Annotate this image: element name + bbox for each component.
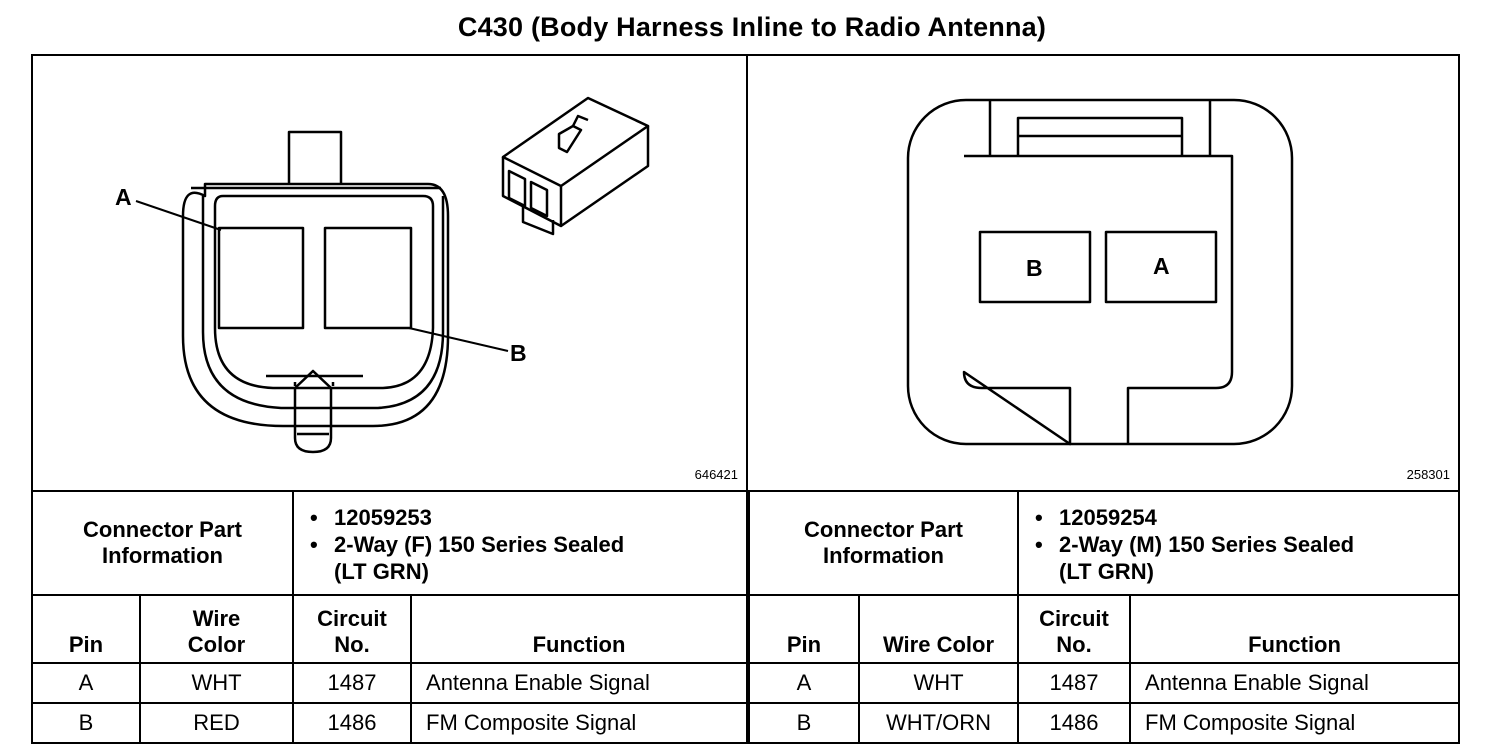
figure-number: 646421	[694, 467, 738, 482]
header-pin: Pin	[31, 594, 141, 664]
circuit-cell: 1486	[1017, 702, 1132, 744]
cavity-a	[1104, 230, 1218, 304]
female-connector-drawing-panel: A B 646421	[33, 56, 748, 490]
connector-part-details: 12059253 2-Way (F) 150 Series Sealed (LT…	[292, 490, 748, 596]
header-circuit-no: Circuit No.	[292, 594, 413, 664]
wire-color-cell: WHT/ORN	[857, 702, 1020, 744]
part-number: 12059254	[1035, 504, 1458, 531]
pin-cell: A	[31, 662, 141, 704]
pin-label-b: B	[510, 340, 527, 366]
function-cell: FM Composite Signal	[410, 702, 748, 744]
wire-color-cell: RED	[138, 702, 295, 744]
header-function: Function	[410, 594, 748, 664]
table-row: B RED 1486 FM Composite Signal	[31, 702, 748, 744]
wire-color-cell: WHT	[138, 662, 295, 704]
table-header-row: Pin Wire Color Circuit No. Function	[31, 594, 748, 664]
function-cell: Antenna Enable Signal	[1129, 662, 1460, 704]
pin-label-b: B	[1026, 255, 1043, 281]
table-row: A WHT 1487 Antenna Enable Signal	[31, 662, 748, 704]
male-connector-drawing-panel: B A 258301	[748, 56, 1458, 490]
connector-info-row: Connector Part Information 12059254 2-Wa…	[747, 490, 1460, 596]
female-connector-face-drawing	[135, 96, 650, 454]
header-function: Function	[1129, 594, 1460, 664]
female-connector-table: Connector Part Information 12059253 2-Wa…	[30, 490, 748, 744]
male-connector-table: Connector Part Information 12059254 2-Wa…	[747, 490, 1460, 744]
pin-cell: B	[748, 702, 860, 744]
function-cell: Antenna Enable Signal	[410, 662, 748, 704]
table-header-row: Pin Wire Color Circuit No. Function	[748, 594, 1460, 664]
header-circuit-no: Circuit No.	[1017, 594, 1132, 664]
connector-part-info-label: Connector Part Information	[30, 490, 295, 596]
header-wire-color: Wire Color	[138, 594, 295, 664]
wire-color-cell: WHT	[857, 662, 1020, 704]
pin-label-a: A	[115, 184, 132, 210]
figure-number: 258301	[1406, 467, 1450, 482]
cavity-a	[217, 226, 305, 330]
circuit-cell: 1487	[1017, 662, 1132, 704]
part-number: 12059253	[310, 504, 746, 531]
page-title: C430 (Body Harness Inline to Radio Anten…	[457, 12, 1047, 42]
circuit-cell: 1487	[292, 662, 413, 704]
part-description: 2-Way (M) 150 Series Sealed (LT GRN)	[1035, 531, 1458, 585]
connector-part-info-label: Connector Part Information	[747, 490, 1020, 596]
connector-part-details: 12059254 2-Way (M) 150 Series Sealed (LT…	[1017, 490, 1460, 596]
cavity-b	[978, 230, 1092, 304]
part-description: 2-Way (F) 150 Series Sealed (LT GRN)	[310, 531, 746, 585]
pin-cell: A	[748, 662, 860, 704]
pin-label-a: A	[1153, 253, 1170, 279]
pin-cell: B	[31, 702, 141, 744]
header-wire-color: Wire Color	[857, 594, 1020, 664]
male-connector-face-drawing	[906, 98, 1294, 446]
connector-diagram-frame: A B 646421 B A 258301 Connector Part Inf…	[30, 54, 1460, 744]
connector-info-row: Connector Part Information 12059253 2-Wa…	[30, 490, 748, 596]
header-pin: Pin	[748, 594, 860, 664]
table-row: A WHT 1487 Antenna Enable Signal	[748, 662, 1460, 704]
circuit-cell: 1486	[292, 702, 413, 744]
function-cell: FM Composite Signal	[1129, 702, 1460, 744]
table-row: B WHT/ORN 1486 FM Composite Signal	[748, 702, 1460, 744]
cavity-b	[323, 226, 413, 330]
